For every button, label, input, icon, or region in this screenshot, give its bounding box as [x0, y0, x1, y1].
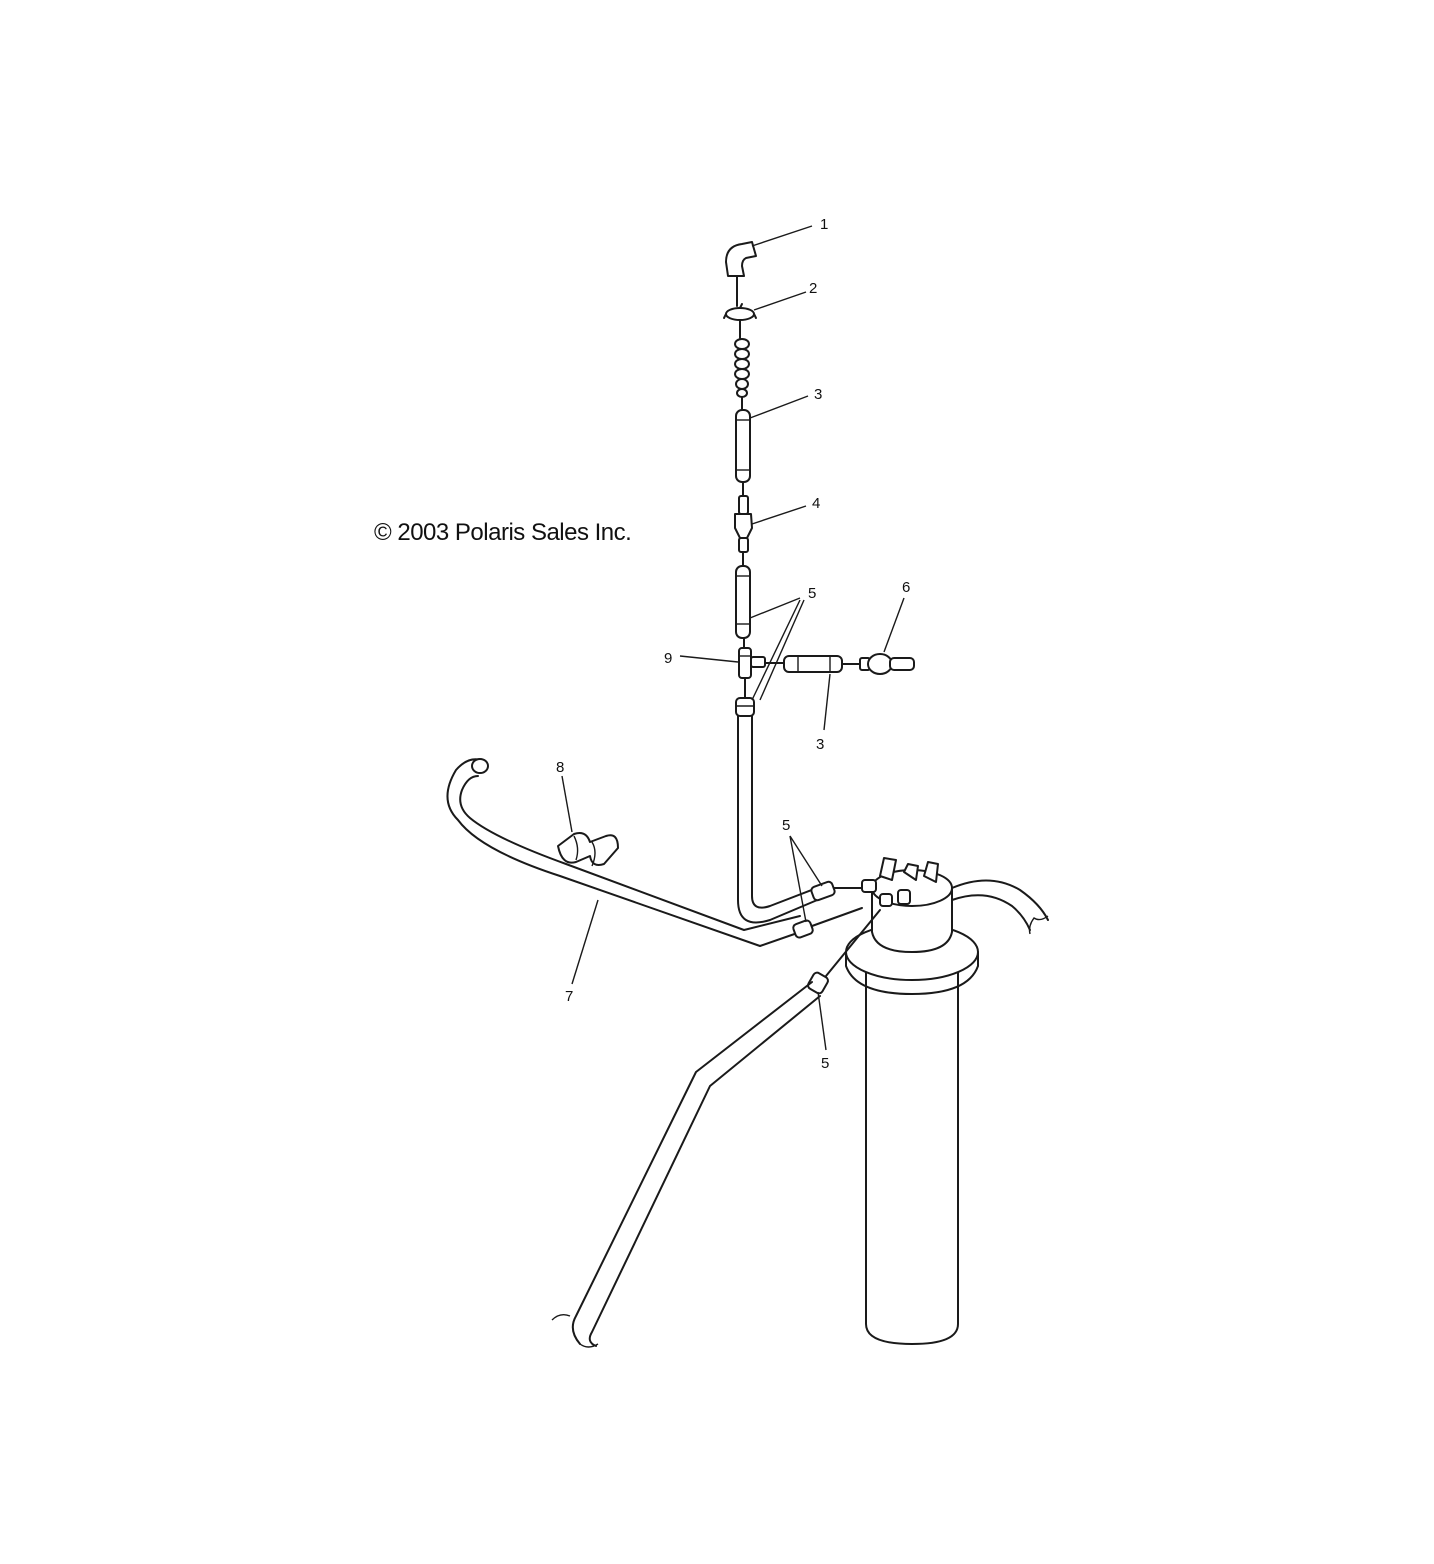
callout-5-upper: 5: [808, 585, 816, 602]
hose-segment-upper: [735, 409, 751, 483]
callouts: 1 2 3 4 5 6 9 3 8 5 7 5: [556, 216, 910, 1072]
barbed-fitting: [734, 338, 750, 398]
callout-9: 9: [664, 650, 672, 667]
lower-hose: [551, 909, 881, 1348]
callout-8: 8: [556, 759, 564, 776]
callout-6: 6: [902, 579, 910, 596]
callout-2: 2: [809, 280, 817, 297]
vent-filter: [859, 653, 915, 675]
copyright-notice: © 2003 Polaris Sales Inc.: [374, 519, 632, 546]
callout-4: 4: [812, 495, 820, 512]
callout-7: 7: [565, 988, 573, 1005]
callout-3-lower: 3: [816, 736, 824, 753]
callout-1: 1: [820, 216, 828, 233]
leader-lines: [561, 225, 905, 1051]
hose-segment-middle: [735, 565, 751, 639]
branch-hose: [764, 655, 861, 673]
hose-clip: [557, 832, 619, 867]
elbow-cap: [725, 241, 757, 277]
long-vent-hose: [446, 758, 863, 947]
hose-lower-vertical: [735, 697, 863, 924]
fuel-pump-canister: [845, 857, 1049, 1345]
check-valve: [734, 495, 753, 553]
callout-3-upper: 3: [814, 386, 822, 403]
callout-5-middle: 5: [782, 817, 790, 834]
tee-fitting: [738, 647, 766, 679]
callout-5-lower: 5: [821, 1055, 829, 1072]
vent-line-assembly: [723, 241, 915, 924]
clamp-top: [723, 303, 757, 321]
